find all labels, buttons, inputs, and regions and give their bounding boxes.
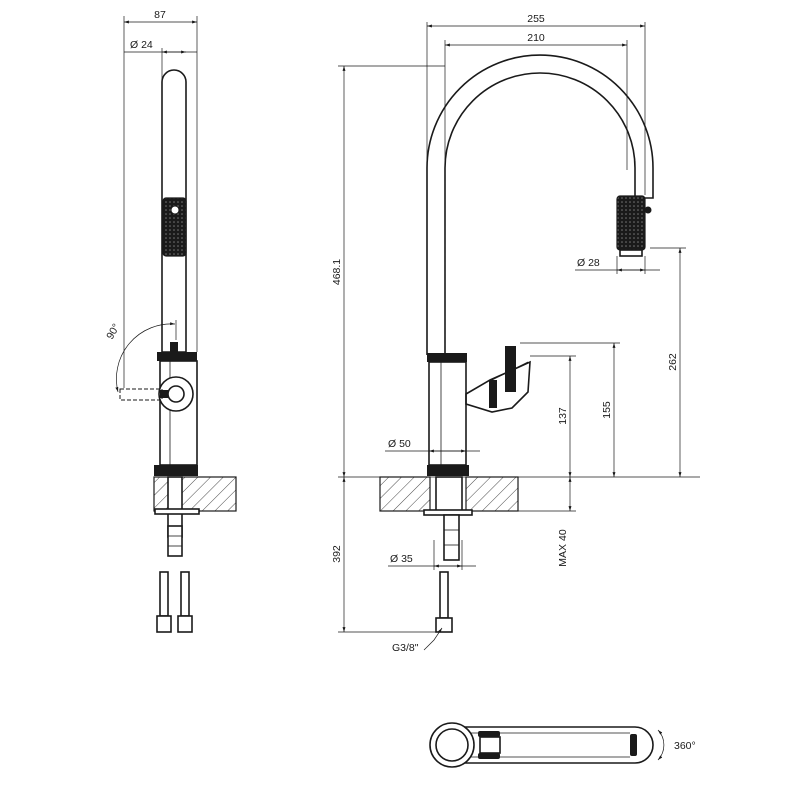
side-spray-button bbox=[170, 205, 180, 215]
side-counter bbox=[153, 476, 237, 512]
front-view: 255 210 468.1 392 Ø 28 262 155 137 bbox=[331, 13, 700, 654]
dim-below-counter: 392 bbox=[331, 545, 343, 563]
dim-body-diameter: Ø 50 bbox=[388, 438, 411, 450]
front-lever bbox=[465, 360, 531, 413]
top-spray-end bbox=[630, 734, 637, 756]
front-fitting bbox=[443, 514, 460, 561]
front-counter-left bbox=[379, 476, 431, 512]
dim-side-width: 87 bbox=[154, 9, 166, 21]
side-base-ring bbox=[154, 465, 198, 476]
front-base-ring bbox=[427, 465, 469, 476]
front-body bbox=[428, 361, 467, 466]
front-counter-right bbox=[465, 476, 519, 512]
top-view: 360° bbox=[429, 722, 696, 768]
front-body-cap bbox=[427, 353, 467, 362]
side-hose-fitting bbox=[167, 525, 183, 557]
side-hose-1 bbox=[159, 571, 169, 617]
dim-side-diameter: Ø 24 bbox=[130, 39, 153, 51]
front-spout bbox=[426, 54, 654, 355]
side-lever-rotated bbox=[119, 388, 163, 401]
front-spray-button bbox=[644, 206, 652, 214]
front-spray-head bbox=[616, 195, 646, 251]
side-spray-head bbox=[162, 197, 187, 257]
dim-front-height-total: 468.1 bbox=[331, 259, 343, 285]
side-spout-tube bbox=[161, 69, 187, 353]
side-lever-stem bbox=[170, 342, 178, 352]
side-lever-cap bbox=[157, 352, 197, 361]
side-cartridge-inner bbox=[167, 385, 185, 403]
side-view: 87 Ø 24 90° bbox=[104, 9, 237, 633]
dim-rotation-angle: 90° bbox=[104, 322, 122, 342]
top-lever bbox=[478, 731, 500, 737]
dim-front-width-inner: 210 bbox=[527, 32, 545, 44]
rotation-arc bbox=[115, 322, 176, 393]
front-hose bbox=[439, 571, 449, 619]
dim-hole-diameter: Ø 35 bbox=[390, 553, 413, 565]
dim-spray-diameter: Ø 28 bbox=[577, 257, 600, 269]
top-body-inner bbox=[435, 728, 469, 762]
dim-body-height: 137 bbox=[557, 407, 569, 425]
dim-max-counter: MAX 40 bbox=[557, 529, 569, 567]
front-lever-knob bbox=[505, 346, 516, 392]
dim-lever-height: 155 bbox=[601, 401, 613, 419]
side-hose-2 bbox=[180, 571, 190, 617]
dim-thread: G3/8" bbox=[392, 642, 419, 654]
dim-swivel-angle: 360° bbox=[674, 740, 696, 752]
swivel-arrow bbox=[657, 729, 665, 761]
dim-spout-height: 262 bbox=[667, 353, 679, 371]
dim-front-width-outer: 255 bbox=[527, 13, 545, 25]
front-shank bbox=[435, 476, 463, 514]
